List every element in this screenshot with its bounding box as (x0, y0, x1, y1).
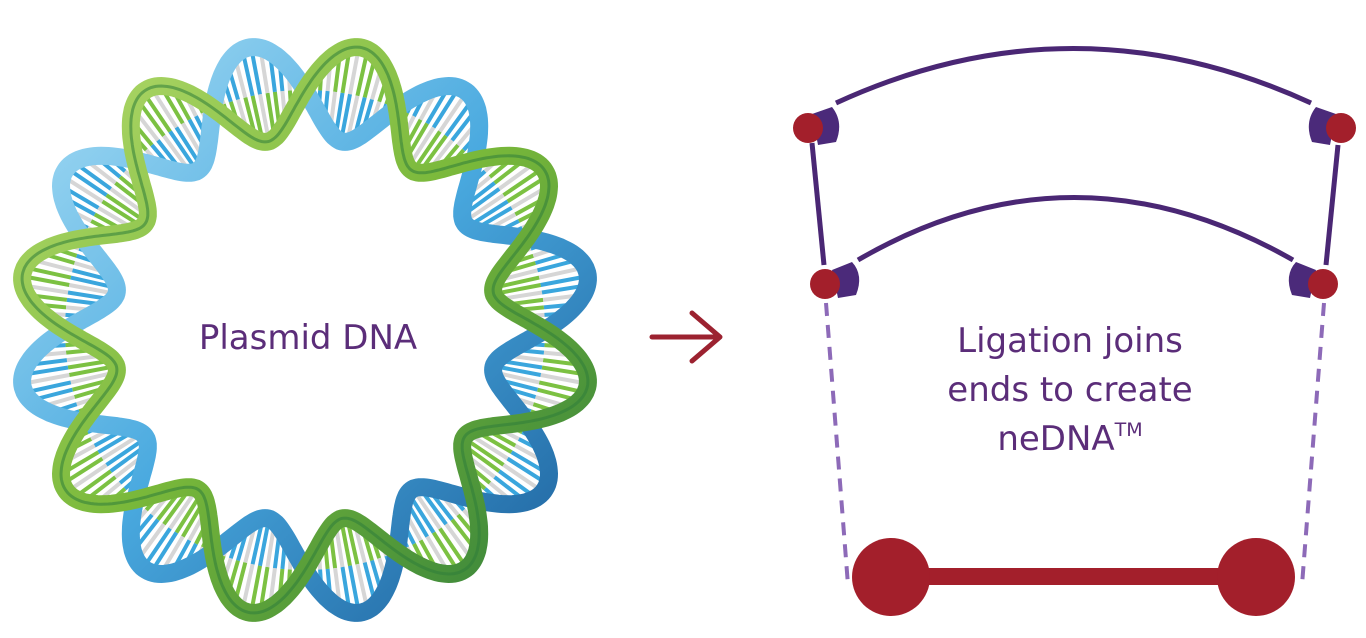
right-dashed-guide (1300, 302, 1326, 586)
left-connector (809, 142, 827, 266)
nedna-term: neDNA (997, 419, 1115, 459)
hairpin-end-cap-icon (810, 262, 860, 299)
helix-strand-green-edge (20, 45, 590, 615)
ligation-caption-line: ends to create (947, 370, 1193, 410)
right-arrow-icon (649, 310, 723, 364)
outer-strand-arc (834, 46, 1313, 106)
nedna-schematic (793, 46, 1356, 616)
hairpin-end-cap-icon (1308, 107, 1356, 145)
hairpin-end-cap-icon (1288, 262, 1338, 299)
ligation-caption-line: neDNATM (880, 415, 1260, 464)
ligation-caption-line: Ligation joins (957, 321, 1183, 361)
plasmid-dna-icon (13, 38, 597, 622)
hairpin-end-cap-icon (793, 107, 840, 145)
ligation-caption: Ligation joins ends to create neDNATM (880, 317, 1260, 464)
linear-dna-bar (852, 538, 1295, 616)
left-dashed-guide (824, 302, 850, 586)
right-connector (1323, 144, 1341, 266)
trademark-mark: TM (1114, 419, 1143, 441)
inner-strand-arc (856, 195, 1295, 263)
plasmid-dna-label: Plasmid DNA (198, 318, 418, 358)
